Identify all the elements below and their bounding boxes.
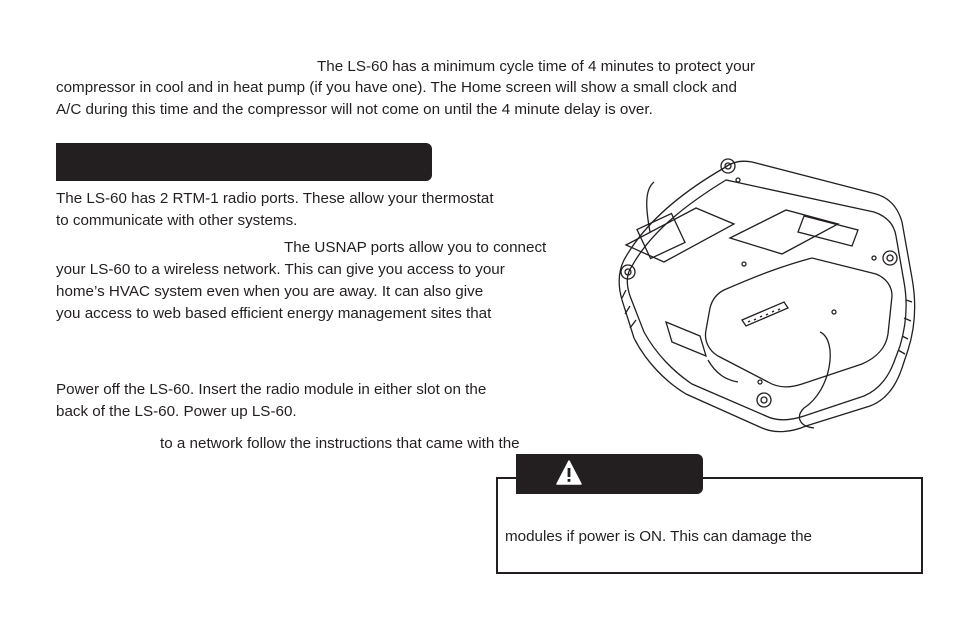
install-text-line-2: back of the LS-60. Power up LS-60. (56, 403, 297, 420)
usnap-text-line-2: your LS-60 to a wireless network. This c… (56, 261, 505, 278)
warning-triangle-icon (556, 460, 582, 485)
install-text-line-1: Power off the LS-60. Insert the radio mo… (56, 381, 487, 398)
radio-text-line-1: The LS-60 has 2 RTM-1 radio ports. These… (56, 190, 494, 207)
thermostat-back-illustration (618, 158, 916, 433)
usnap-text-line-4: you access to web based efficient energy… (56, 305, 492, 322)
cycle-text-line-3: A/C during this time and the compressor … (56, 101, 653, 118)
usnap-text-line-3: home’s HVAC system even when you are awa… (56, 283, 484, 300)
caution-text: modules if power is ON. This can damage … (505, 528, 812, 545)
cycle-text-line-2: compressor in cool and in heat pump (if … (56, 79, 737, 96)
caution-header-tab (516, 454, 703, 494)
cycle-text-line-1: The LS-60 has a minimum cycle time of 4 … (317, 58, 756, 75)
section-header-bar (56, 143, 432, 181)
install-text-line-3: to a network follow the instructions tha… (160, 435, 520, 452)
radio-text-line-2: to communicate with other systems. (56, 212, 298, 229)
usnap-text-line-1: The USNAP ports allow you to connect (284, 239, 547, 256)
